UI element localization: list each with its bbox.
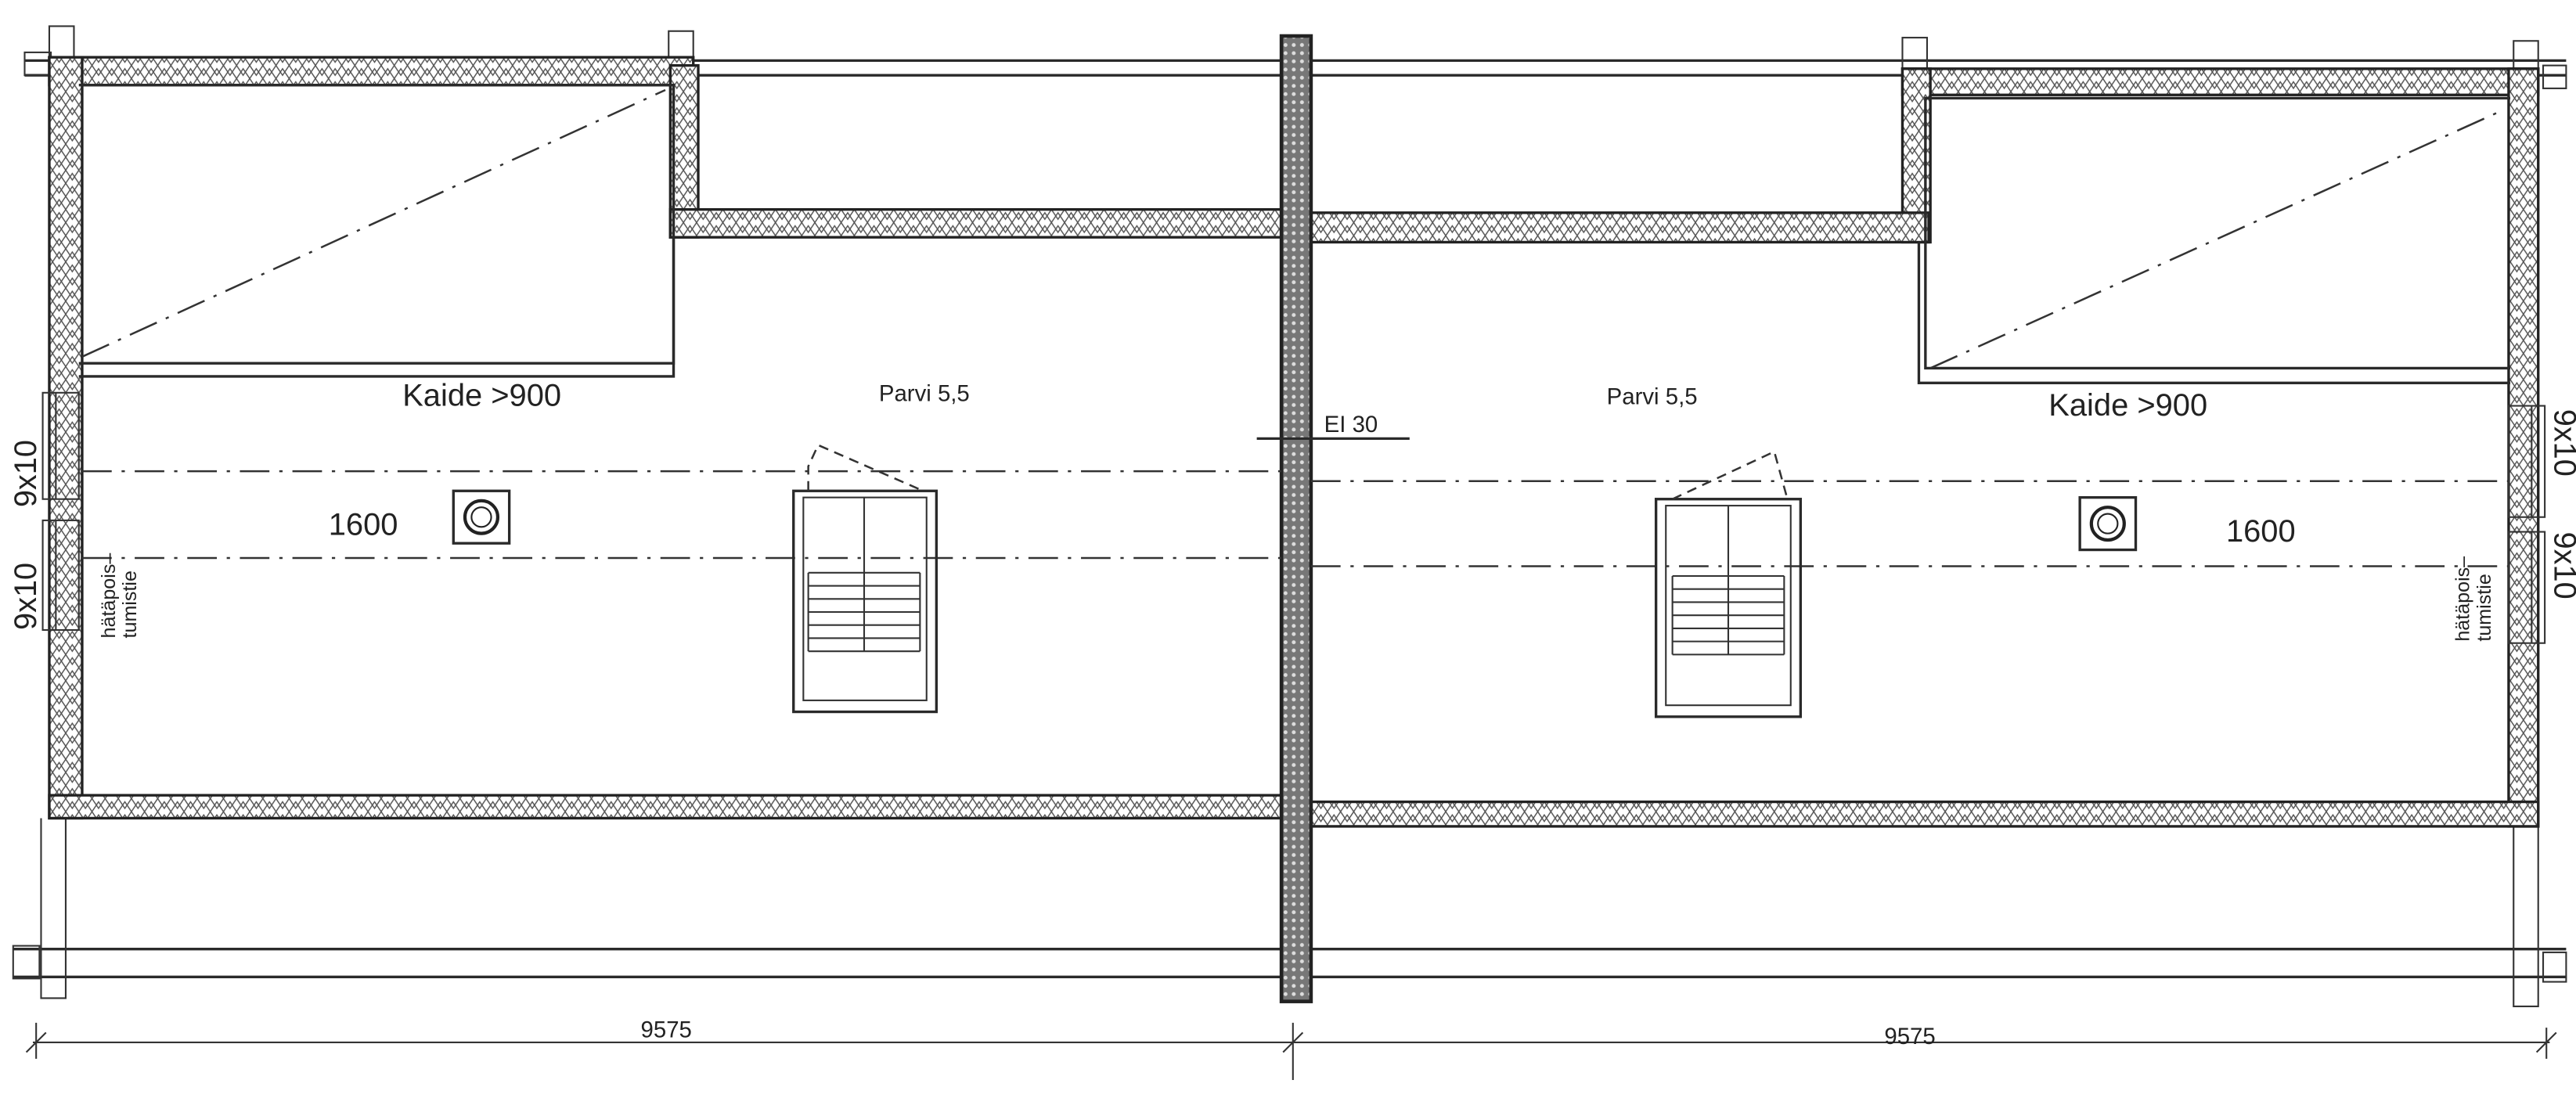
dimension-line: 9575 9575: [25, 1017, 2557, 1080]
chimney-left-icon: [452, 489, 511, 545]
stair-left-icon: [792, 444, 939, 714]
loft-label-right: Parvi 5,5: [1607, 384, 1698, 410]
emergency-exit-left-1: hätäpois–: [98, 553, 120, 639]
railing-label-right: Kaide >900: [2048, 388, 2207, 423]
chimney-height-left: 1600: [329, 508, 398, 542]
left-unit-walls: [48, 56, 1283, 820]
emergency-exit-right-1: hätäpois–: [2452, 556, 2474, 642]
window-size-upper-right: 9x10: [2548, 409, 2576, 477]
window-size-lower-right: 9x10: [2548, 532, 2576, 599]
right-unit-walls: [1310, 67, 2540, 828]
emergency-exit-left-2: tumistie: [119, 571, 141, 638]
party-wall: [1279, 34, 1313, 1003]
left-windows: [41, 391, 80, 632]
dimension-right: 9575: [1884, 1024, 1935, 1049]
chimney-right-icon: [2078, 495, 2138, 552]
svg-text:EI 30: EI 30: [1324, 412, 1378, 437]
party-wall-label: EI 30: [1256, 412, 1410, 441]
window-size-upper-left: 9x10: [9, 440, 43, 507]
window-size-lower-left: 9x10: [9, 563, 43, 630]
dimension-left: 9575: [641, 1017, 692, 1043]
ridge-line: [81, 470, 2509, 567]
stair-right-icon: [1654, 450, 1803, 718]
right-windows: [2507, 405, 2546, 644]
chimney-height-right: 1600: [2226, 514, 2296, 549]
loft-label-left: Parvi 5,5: [879, 380, 970, 406]
railing-label-left: Kaide >900: [402, 379, 561, 413]
emergency-exit-right-2: tumistie: [2473, 574, 2495, 641]
